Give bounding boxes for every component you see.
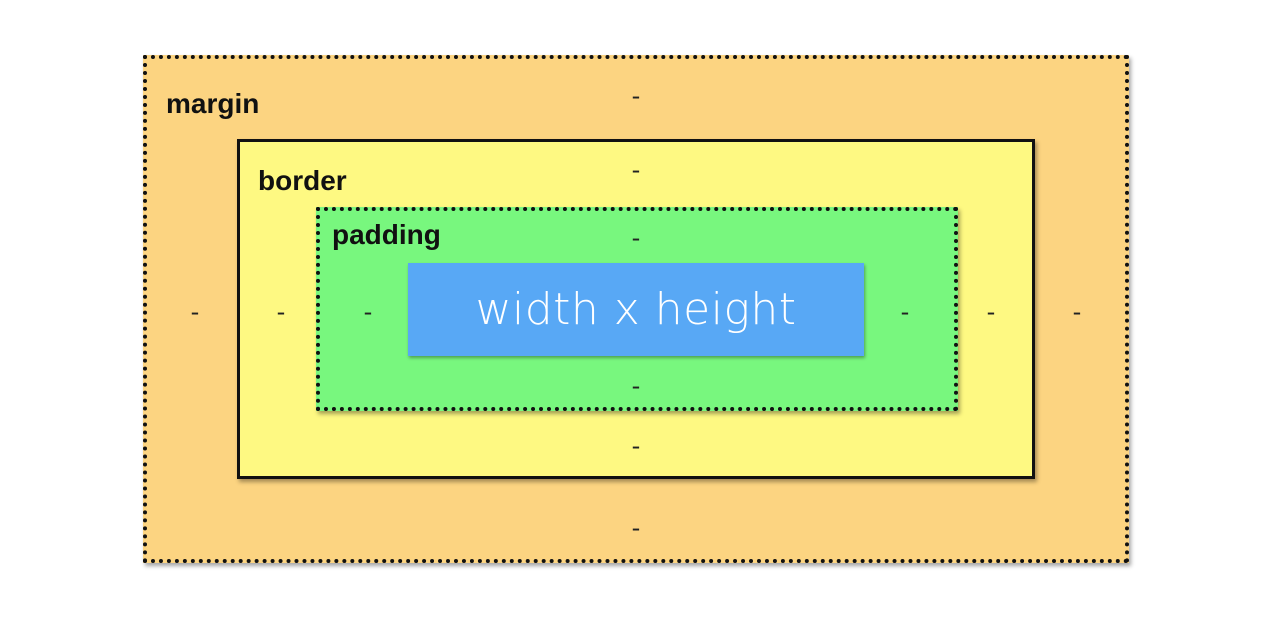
border-left-value: - bbox=[276, 298, 286, 326]
margin-left-value: - bbox=[190, 298, 200, 326]
content-label: width x height bbox=[475, 284, 797, 335]
border-label: border bbox=[258, 165, 347, 196]
padding-left-value: - bbox=[363, 298, 373, 326]
margin-bottom-value: - bbox=[631, 514, 641, 542]
padding-label: padding bbox=[332, 219, 441, 250]
padding-bottom-value: - bbox=[631, 372, 641, 400]
margin-label: margin bbox=[166, 88, 260, 119]
border-right-value: - bbox=[986, 298, 996, 326]
border-top-value: - bbox=[631, 156, 641, 184]
margin-top-value: - bbox=[631, 82, 641, 110]
border-bottom-value: - bbox=[631, 432, 641, 460]
margin-right-value: - bbox=[1072, 298, 1082, 326]
padding-right-value: - bbox=[900, 298, 910, 326]
padding-top-value: - bbox=[631, 224, 641, 252]
content-box: width x height bbox=[408, 263, 864, 356]
